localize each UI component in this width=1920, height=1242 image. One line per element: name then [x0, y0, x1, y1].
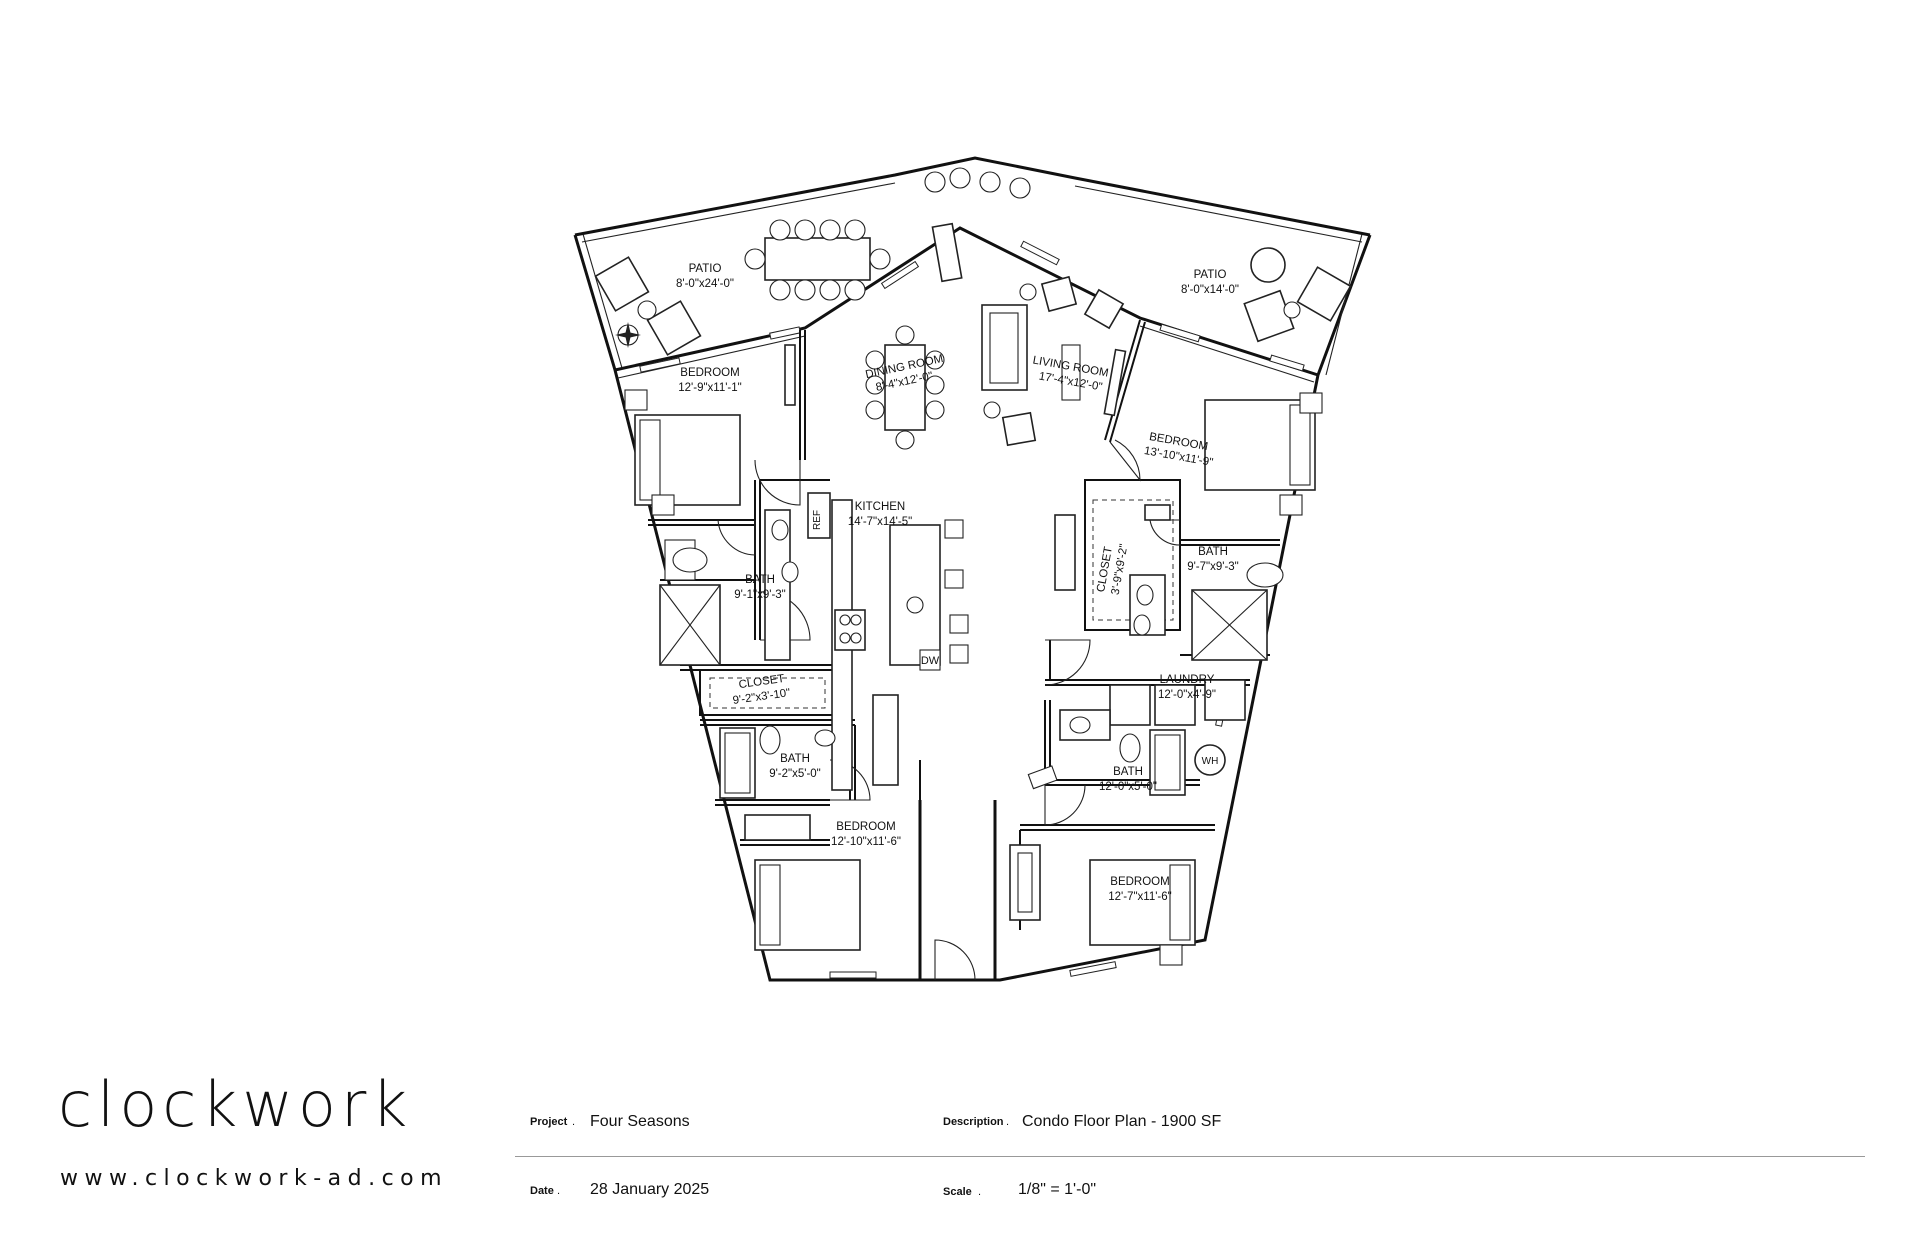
room-label: BATH 12'-0"x5'-0" — [1099, 766, 1157, 793]
svg-text:LAUNDRY: LAUNDRY — [1160, 674, 1215, 686]
room-label: PATIO 8'-0"x24'-0" — [676, 263, 734, 290]
room-label: BATH 9'-7"x9'-3" — [1187, 546, 1239, 573]
svg-text:PATIO: PATIO — [1194, 269, 1227, 281]
room-label: LAUNDRY 12'-0"x4'-9" — [1158, 674, 1216, 701]
description-label: Description — [943, 1116, 1004, 1128]
svg-text:12'-9"x11'-1": 12'-9"x11'-1" — [678, 382, 742, 394]
project-separator: . — [572, 1116, 576, 1128]
svg-text:9'-7"x9'-3": 9'-7"x9'-3" — [1187, 561, 1239, 573]
svg-text:KITCHEN: KITCHEN — [855, 501, 905, 513]
svg-text:PATIO: PATIO — [689, 263, 722, 275]
svg-text:BATH: BATH — [745, 574, 775, 586]
date-value: 28 January 2025 — [590, 1181, 710, 1198]
water-heater-label: WH — [1202, 756, 1219, 767]
project-label: Project — [530, 1116, 568, 1128]
svg-text:12'-10"x11'-6": 12'-10"x11'-6" — [831, 836, 901, 848]
room-label: BEDROOM 12'-9"x11'-1" — [678, 367, 742, 394]
fixture-labels: REF DW WH — [812, 510, 1218, 767]
scale-separator: . — [978, 1186, 982, 1198]
project-value: Four Seasons — [590, 1113, 690, 1130]
svg-text:12'-7"x11'-6": 12'-7"x11'-6" — [1108, 891, 1172, 903]
svg-text:14'-7"x14'-5": 14'-7"x14'-5" — [848, 516, 912, 528]
date-separator: . — [557, 1185, 561, 1197]
svg-text:12'-0"x4'-9": 12'-0"x4'-9" — [1158, 689, 1216, 701]
brand-logo: clockwork — [58, 1068, 413, 1141]
date-label: Date — [530, 1185, 554, 1197]
svg-text:9'-2"x5'-0": 9'-2"x5'-0" — [769, 768, 821, 780]
svg-text:BEDROOM: BEDROOM — [680, 367, 739, 379]
svg-text:BATH: BATH — [1198, 546, 1228, 558]
description-value: Condo Floor Plan - 1900 SF — [1022, 1113, 1222, 1130]
refrigerator-label: REF — [812, 510, 823, 530]
svg-text:8'-0"x24'-0": 8'-0"x24'-0" — [676, 278, 734, 290]
description-separator: . — [1006, 1116, 1010, 1128]
svg-text:8'-0"x14'-0": 8'-0"x14'-0" — [1181, 284, 1239, 296]
room-label: BATH 9'-1"x9'-3" — [734, 574, 786, 601]
svg-text:9'-1"x9'-3": 9'-1"x9'-3" — [734, 589, 786, 601]
exterior-walls — [573, 156, 1372, 982]
svg-text:12'-0"x5'-0": 12'-0"x5'-0" — [1099, 781, 1157, 793]
room-label: BEDROOM 12'-10"x11'-6" — [831, 821, 901, 848]
furniture — [594, 167, 1352, 966]
svg-text:BEDROOM: BEDROOM — [1110, 876, 1169, 888]
svg-text:BEDROOM: BEDROOM — [836, 821, 895, 833]
brand-website: www.clockwork-ad.com — [60, 1166, 449, 1191]
title-block-divider — [515, 1156, 1865, 1157]
svg-text:BATH: BATH — [1113, 766, 1143, 778]
room-label: PATIO 8'-0"x14'-0" — [1181, 269, 1239, 296]
compass-icon — [615, 322, 641, 348]
scale-label: Scale — [943, 1186, 972, 1198]
scale-value: 1/8" = 1'-0" — [1018, 1181, 1097, 1198]
room-label: BATH 9'-2"x5'-0" — [769, 753, 821, 780]
floor-plan: REF DW WH PATIO 8'-0"x24'-0" PATIO 8'-0"x1… — [573, 156, 1372, 982]
room-label: KITCHEN 14'-7"x14'-5" — [848, 501, 912, 528]
dishwasher-label: DW — [921, 655, 940, 667]
room-label: BEDROOM 12'-7"x11'-6" — [1108, 876, 1172, 903]
svg-text:BATH: BATH — [780, 753, 810, 765]
